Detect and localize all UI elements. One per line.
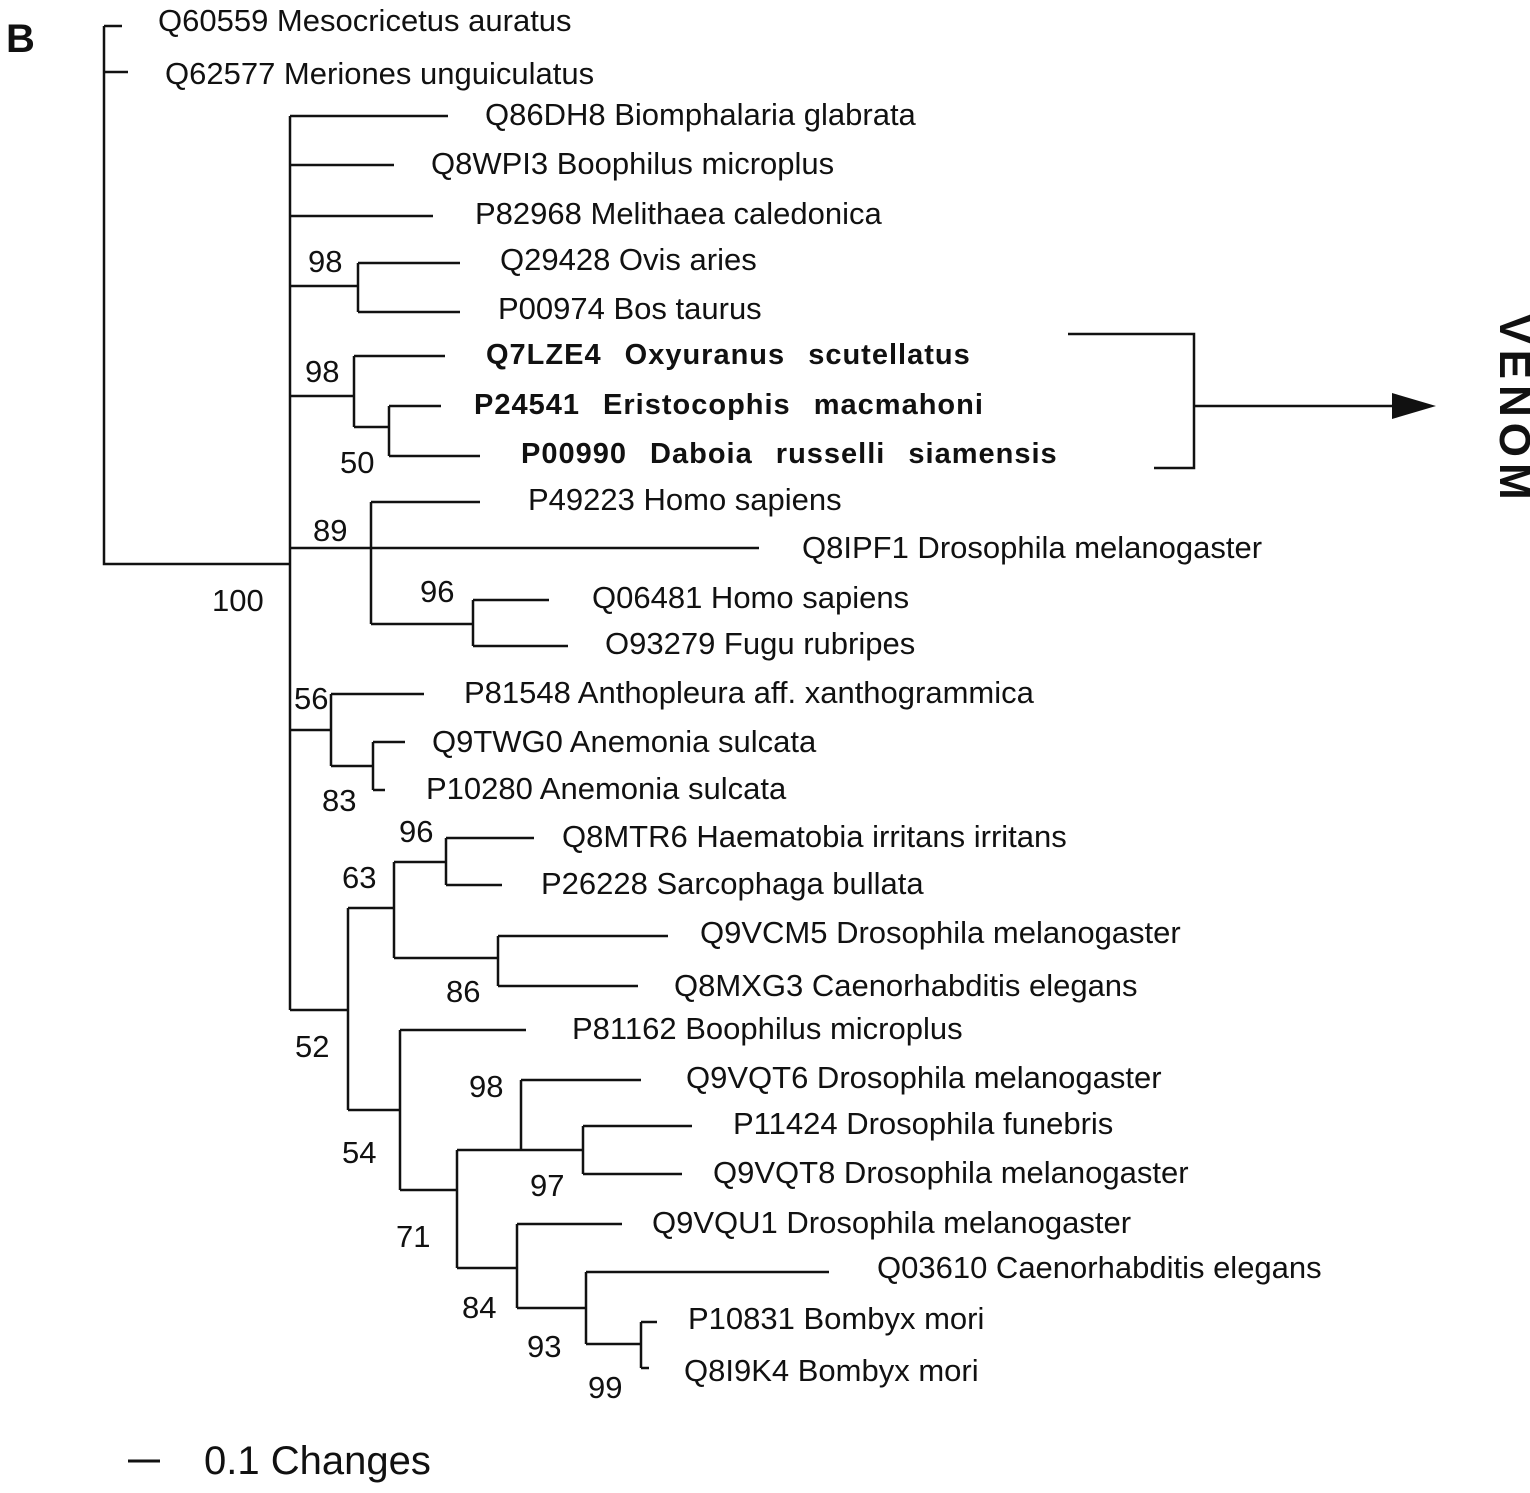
support-value: 97 <box>530 1168 564 1203</box>
branch-vqu1-bombyx <box>457 1222 829 1370</box>
taxon-label-q60559: Q60559 Mesocricetus auratus <box>158 3 572 38</box>
venom-label: VENOM <box>1490 314 1530 505</box>
taxon-label-q8mxg3: Q8MXG3 Caenorhabditis elegans <box>674 968 1138 1003</box>
support-value: 98 <box>469 1069 503 1104</box>
taxon-label-q7lze4: Q7LZE4 Oxyuranus scutellatus <box>486 339 971 371</box>
branch-haematobia-group <box>348 836 534 958</box>
branch-homo-drosophila-fugu <box>290 500 759 624</box>
taxon-label-o93279: O93279 Fugu rubripes <box>605 626 915 661</box>
taxon-label-q03610: Q03610 Caenorhabditis elegans <box>877 1250 1322 1285</box>
support-value: 63 <box>342 860 376 895</box>
support-value: 52 <box>295 1029 329 1064</box>
branch-lower-group <box>348 1028 526 1268</box>
venom-bracket: VENOM <box>1068 314 1530 506</box>
support-value: 89 <box>313 513 347 548</box>
support-value: 99 <box>588 1370 622 1405</box>
taxon-label-q8i9k4: Q8I9K4 Bombyx mori <box>684 1353 979 1388</box>
support-value: 86 <box>446 974 480 1009</box>
taxon-label-p00974: P00974 Bos taurus <box>498 291 762 326</box>
venom-bracket-line <box>1068 332 1392 470</box>
branch-drosophila-vqt <box>457 1078 692 1176</box>
taxon-labels: Q60559 Mesocricetus auratus Q62577 Merio… <box>158 3 1322 1388</box>
taxon-label-p11424: P11424 Drosophila funebris <box>733 1106 1113 1141</box>
taxon-label-q8ipf1: Q8IPF1 Drosophila melanogaster <box>802 530 1262 565</box>
branch-insect-nematode-root <box>290 908 350 1110</box>
support-value: 100 <box>212 583 264 618</box>
taxon-label-q62577: Q62577 Meriones unguiculatus <box>165 56 594 91</box>
venom-arrow-head <box>1392 393 1436 419</box>
branch-snake-clade <box>290 354 445 427</box>
branch-drosophila-caenorhabditis <box>394 934 668 988</box>
taxon-label-q8mtr6: Q8MTR6 Haematobia irritans irritans <box>562 819 1067 854</box>
support-value: 71 <box>396 1219 430 1254</box>
taxon-label-p24541: P24541 Eristocophis macmahoni <box>474 389 984 421</box>
taxon-label-q9vqt8: Q9VQT8 Drosophila melanogaster <box>713 1155 1189 1190</box>
support-value: 54 <box>342 1135 376 1170</box>
taxon-label-p49223: P49223 Homo sapiens <box>528 482 842 517</box>
panel-label: B <box>6 17 35 61</box>
support-value: 96 <box>420 574 454 609</box>
support-value: 50 <box>340 445 374 480</box>
support-value: 96 <box>399 814 433 849</box>
taxon-label-p81548: P81548 Anthopleura aff. xanthogrammica <box>464 675 1035 710</box>
support-value: 93 <box>527 1329 561 1364</box>
taxon-label-q06481: Q06481 Homo sapiens <box>592 580 909 615</box>
scale-bar: 0.1 Changes <box>128 1439 431 1483</box>
support-value: 83 <box>322 783 356 818</box>
taxon-label-p81162: P81162 Boophilus microplus <box>572 1011 963 1046</box>
branch-root <box>102 26 290 566</box>
scale-bar-label: 0.1 Changes <box>204 1439 431 1483</box>
support-value: 98 <box>305 354 339 389</box>
taxon-label-q9twg0: Q9TWG0 Anemonia sulcata <box>432 724 817 759</box>
taxon-label-p10280: P10280 Anemonia sulcata <box>426 771 787 806</box>
tree-branches <box>102 24 829 1370</box>
support-values: 98 98 50 89 96 100 56 83 96 63 86 52 98 … <box>212 244 622 1405</box>
branch-eristocophis-daboia <box>354 404 480 458</box>
taxon-label-q8wpi3: Q8WPI3 Boophilus microplus <box>431 146 834 181</box>
taxon-label-q9vcm5: Q9VCM5 Drosophila melanogaster <box>700 915 1181 950</box>
taxon-label-p82968: P82968 Melithaea caledonica <box>475 196 882 231</box>
taxon-label-p00990: P00990 Daboia russelli siamensis <box>521 438 1058 470</box>
branch-homo-fugu <box>371 598 568 648</box>
branch-anthopleura-anemonia <box>290 692 424 792</box>
taxon-label-q29428: Q29428 Ovis aries <box>500 242 757 277</box>
support-value: 98 <box>308 244 342 279</box>
taxon-label-q9vqt6: Q9VQT6 Drosophila melanogaster <box>686 1060 1162 1095</box>
taxon-label-p26228: P26228 Sarcophaga bullata <box>541 866 924 901</box>
taxon-label-q9vqu1: Q9VQU1 Drosophila melanogaster <box>652 1205 1131 1240</box>
taxon-label-p10831: P10831 Bombyx mori <box>688 1301 984 1336</box>
support-value: 56 <box>294 681 328 716</box>
branch-ovis-bos-clade <box>290 261 460 314</box>
support-value: 84 <box>462 1290 496 1325</box>
taxon-label-q86dh8: Q86DH8 Biomphalaria glabrata <box>485 97 917 132</box>
